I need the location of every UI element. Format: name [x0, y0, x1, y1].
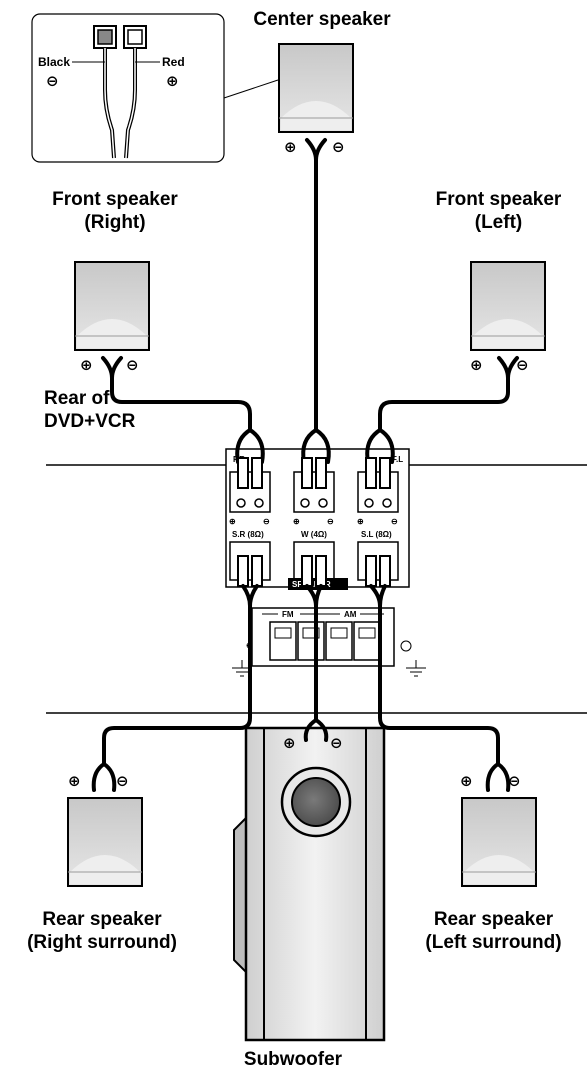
- rear-left-label-line2: (Left surround): [425, 932, 562, 953]
- center-minus: ⊖: [332, 138, 345, 156]
- svg-text:⊕: ⊕: [357, 517, 364, 526]
- label-woofer: W (4Ω): [301, 530, 327, 539]
- front-left-label: Front speaker (Left): [410, 188, 587, 234]
- terminal-center: [293, 471, 335, 513]
- inset-red-label: Red: [162, 55, 185, 69]
- svg-text:⊖: ⊖: [263, 517, 270, 526]
- rear-left-speaker: ⊕ ⊖: [460, 772, 537, 887]
- inset-pointer-line: [223, 79, 279, 99]
- subwoofer-plus: ⊕: [283, 734, 296, 752]
- rear-right-plus: ⊕: [68, 772, 81, 790]
- terminal-surround-left: [357, 541, 399, 581]
- plugs-top-row: [237, 457, 391, 489]
- front-right-plus: ⊕: [80, 356, 93, 374]
- svg-text:⊕: ⊕: [229, 517, 236, 526]
- center-speaker-label: Center speaker: [253, 9, 391, 30]
- center-plus: ⊕: [284, 138, 297, 156]
- terminal-woofer: [293, 541, 335, 581]
- rear-right-label-line1: Rear speaker: [42, 909, 162, 930]
- front-left-speaker: ⊕ ⊖: [470, 261, 546, 374]
- wire-center: [301, 138, 331, 464]
- subwoofer-label: Subwoofer: [243, 1049, 343, 1070]
- svg-text:⊖: ⊖: [327, 517, 334, 526]
- inset-plus-sign: ⊕: [166, 72, 179, 90]
- label-front-left: F.L: [392, 455, 403, 464]
- am-label: AM: [344, 610, 357, 619]
- antenna-panel: FM AM ⊕: [232, 607, 426, 677]
- wire-rear-left: [369, 584, 511, 792]
- rear-of-label-line2: DVD+VCR: [44, 411, 136, 432]
- center-speaker: ⊕ ⊖: [278, 43, 354, 156]
- wire-rear-right: [91, 584, 259, 792]
- front-right-label-line2: (Right): [84, 212, 146, 233]
- rear-of-device-label: Rear of DVD+VCR: [44, 387, 135, 433]
- rear-right-speaker: ⊕ ⊖: [67, 772, 143, 887]
- rear-of-label-line1: Rear of: [44, 388, 110, 409]
- inset-frame: [31, 13, 225, 163]
- rear-left-minus: ⊖: [508, 772, 521, 790]
- front-right-speaker: ⊕ ⊖: [74, 261, 150, 374]
- subwoofer: ⊕ ⊖: [233, 726, 386, 1042]
- svg-text:⊕: ⊕: [293, 517, 300, 526]
- inset-black-label: Black: [38, 55, 70, 69]
- terminal-surround-right: [229, 541, 271, 581]
- rear-right-label: Rear speaker (Right surround): [2, 908, 202, 954]
- terminal-front-right: F.R: [229, 455, 271, 513]
- front-right-label-line1: Front speaker: [52, 189, 178, 210]
- svg-text:⊖: ⊖: [391, 517, 398, 526]
- inset-minus-sign: ⊖: [46, 72, 59, 90]
- front-right-label: Front speaker (Right): [20, 188, 210, 234]
- front-right-minus: ⊖: [126, 356, 139, 374]
- fm-label: FM: [282, 610, 294, 619]
- wire-subwoofer: [303, 584, 329, 742]
- front-left-minus: ⊖: [516, 356, 529, 374]
- label-surround-left: S.L (8Ω): [361, 530, 392, 539]
- rear-right-minus: ⊖: [116, 772, 129, 790]
- subwoofer-minus: ⊖: [330, 734, 343, 752]
- rear-left-label-line1: Rear speaker: [433, 909, 554, 930]
- front-left-label-line2: (Left): [474, 212, 523, 233]
- wire-front-left: [365, 356, 519, 464]
- connector-inset: Black Red ⊖ ⊕: [31, 13, 279, 163]
- terminal-front-left: F.L: [357, 455, 403, 513]
- rear-left-plus: ⊕: [460, 772, 473, 790]
- front-left-label-line1: Front speaker: [435, 189, 562, 210]
- rear-right-label-line2: (Right surround): [27, 932, 177, 953]
- label-surround-right: S.R (8Ω): [232, 530, 264, 539]
- front-left-plus: ⊕: [470, 356, 483, 374]
- rear-left-label: Rear speaker (Left surround): [400, 908, 587, 954]
